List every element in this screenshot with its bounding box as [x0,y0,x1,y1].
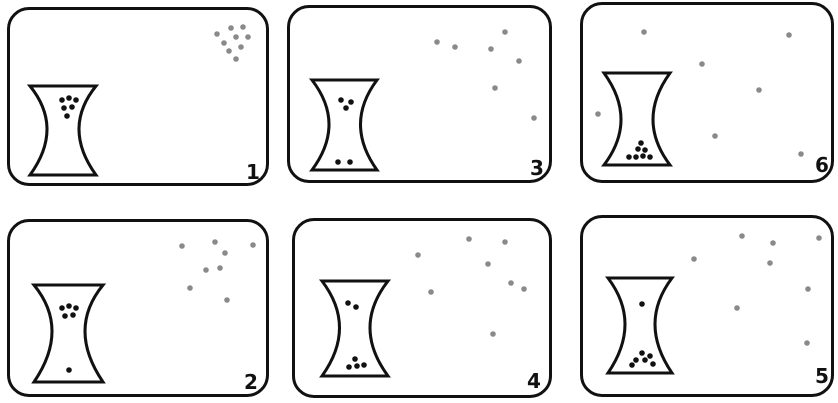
hourglass-scene-6 [583,5,834,183]
panel-number: 1 [246,162,260,182]
hourglass-icon [312,80,377,170]
upper-grains [345,300,359,310]
panel-1: 1 [7,7,269,186]
panel-number: 5 [815,366,829,386]
hourglass-scene-3 [290,8,552,183]
upper-grains [59,303,79,319]
scattered-particles [691,233,822,346]
hourglass-scene-2 [10,222,269,397]
scattered-particles [595,29,804,157]
hourglass-scene-5 [583,218,834,397]
hourglass-scene-1 [10,10,269,186]
panel-3: 3 [287,5,552,183]
panel-2: 2 [7,219,269,397]
hourglass-scene-4 [295,221,552,398]
panel-5: 5 [580,215,834,397]
scattered-particles [214,24,251,62]
panel-number: 2 [244,372,258,392]
hourglass-icon [608,278,672,373]
panel-4: 4 [292,218,552,398]
lower-grains [629,350,656,368]
lower-grains [66,367,72,373]
panel-number: 6 [815,155,829,175]
upper-grains [59,95,79,119]
upper-grains [338,97,354,111]
scattered-particles [415,236,527,337]
panel-6: 6 [580,2,834,183]
lower-grains [626,140,653,160]
scattered-particles [179,239,256,303]
panel-number: 4 [527,371,541,391]
scattered-particles [434,29,537,121]
lower-grains [335,159,353,165]
lower-grains [346,356,367,370]
upper-grains [639,301,645,307]
panel-number: 3 [530,158,544,178]
